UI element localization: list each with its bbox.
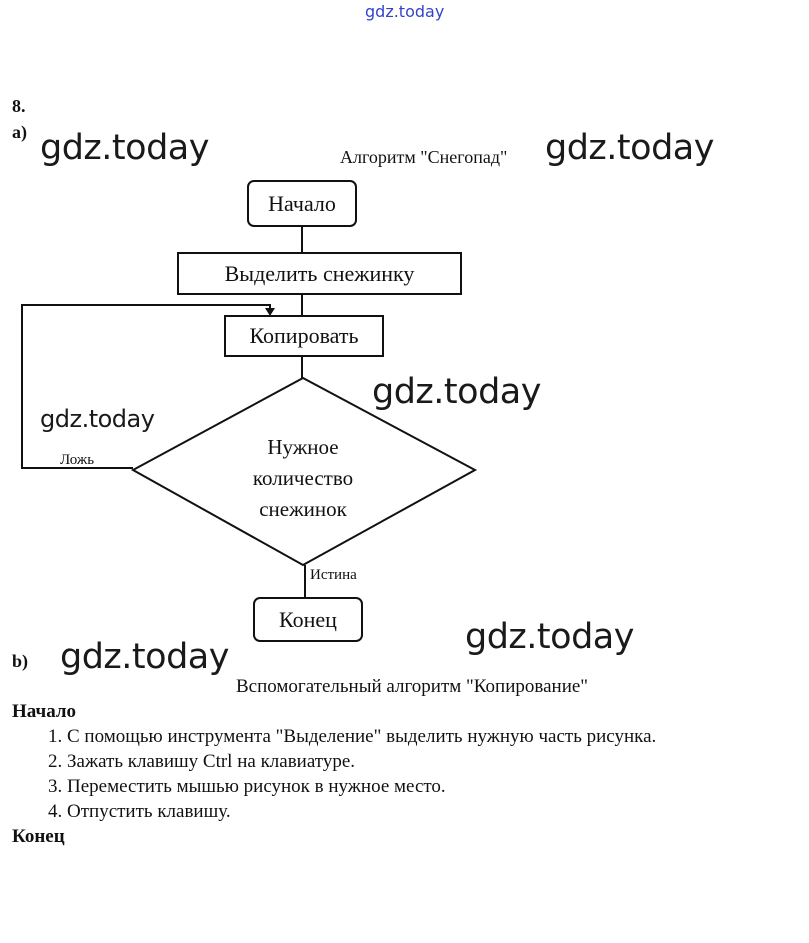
part-a-label: a) — [12, 122, 27, 142]
subalgorithm-title: Вспомогательный алгоритм "Копирование" — [236, 676, 589, 697]
false-label: Ложь — [60, 452, 95, 468]
flowchart-title: Алгоритм "Снегопад" — [340, 147, 508, 167]
decision-text: Нужное количество снежинок — [203, 432, 403, 525]
arrowhead-icon — [265, 308, 275, 316]
algorithm-end: Конец — [12, 826, 65, 847]
algorithm-start: Начало — [12, 701, 77, 722]
start-terminal: Начало — [247, 180, 357, 227]
algorithm-step: 3. Переместить мышью рисунок в нужное ме… — [48, 776, 446, 797]
algorithm-step: 1. С помощью инструмента "Выделение" выд… — [48, 726, 657, 747]
process-copy: Копировать — [224, 315, 384, 357]
process-select-snowflake: Выделить снежинку — [177, 252, 462, 295]
watermark-top: gdz.today — [365, 2, 445, 21]
algorithm-step: 4. Отпустить клавишу. — [48, 801, 231, 822]
watermark: gdz.today — [40, 128, 209, 168]
watermark: gdz.today — [60, 637, 229, 677]
decision-line: снежинок — [259, 497, 347, 521]
watermark: gdz.today — [372, 372, 541, 412]
decision-diamond — [130, 376, 478, 567]
true-label: Истина — [310, 567, 357, 583]
loop-connector-false — [21, 304, 271, 469]
watermark: gdz.today — [545, 128, 714, 168]
watermark: gdz.today — [40, 405, 155, 433]
end-terminal: Конец — [253, 597, 363, 642]
algorithm-step: 2. Зажать клавишу Ctrl на клавиатуре. — [48, 751, 356, 772]
decision-line: количество — [252, 466, 354, 490]
part-b-label: b) — [12, 651, 29, 671]
watermark: gdz.today — [465, 617, 634, 657]
decision-line: Нужное — [267, 435, 339, 459]
task-number: 8. — [12, 96, 26, 116]
